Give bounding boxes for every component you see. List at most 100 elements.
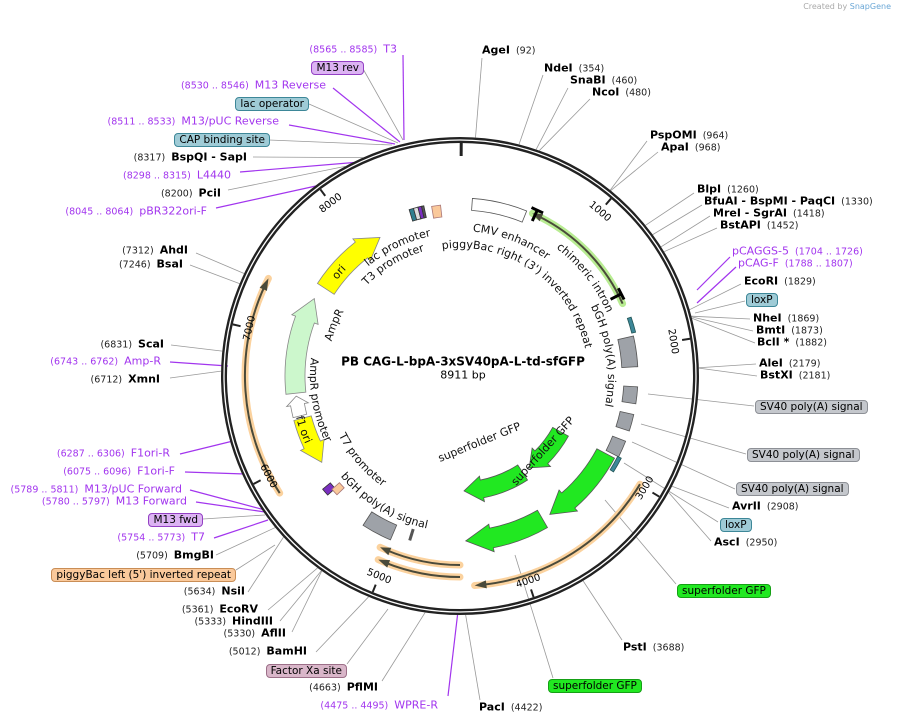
- feature-callout-cap-binding-site[interactable]: CAP binding site: [174, 133, 270, 147]
- site-hindiii[interactable]: (5333)HindIII: [188, 615, 273, 629]
- site-asci[interactable]: AscI(2950): [714, 536, 783, 550]
- primer-t3[interactable]: (8565 .. 8585)T3: [303, 43, 397, 57]
- site-nsii[interactable]: (5634)NsiI: [178, 585, 245, 599]
- site-ndei[interactable]: NdeI(354): [544, 62, 610, 76]
- ampr-promoter-feature[interactable]: [285, 395, 310, 419]
- site-leader: [652, 204, 703, 235]
- piggybac-arrow-bottom-2[interactable]: [374, 556, 464, 581]
- label-ampr[interactable]: AmpR: [322, 306, 347, 342]
- site-ncoi[interactable]: NcoI(480): [592, 86, 657, 100]
- bgh-polya-right-feature[interactable]: [617, 335, 639, 368]
- feature-callout-m13-fwd[interactable]: M13 fwd: [148, 513, 203, 527]
- site-pflmi[interactable]: (4663)PflMI: [303, 681, 378, 695]
- piggybac-arrow-left[interactable]: [241, 274, 284, 497]
- created-by-text: Created by: [803, 2, 848, 11]
- primer-f1ori-r[interactable]: (6287 .. 6306)F1ori-R: [51, 447, 170, 461]
- feature-callout-sv40-poly-a-signal[interactable]: SV40 poly(A) signal: [736, 482, 849, 496]
- site-blpi[interactable]: BlpI(1260): [697, 183, 765, 197]
- primer-t7[interactable]: (5754 .. 5773)T7: [111, 530, 205, 545]
- site-bmgbi[interactable]: (5709)BmgBI: [130, 549, 214, 563]
- site-ahdi[interactable]: (7312)AhdI: [116, 244, 188, 258]
- feature-callout-loxp[interactable]: loxP: [720, 518, 752, 532]
- site-bstxi[interactable]: BstXI(2181): [760, 369, 836, 383]
- callout-leader: [361, 66, 404, 141]
- primer-name: T7: [191, 530, 205, 544]
- primer-m13-puc-forward[interactable]: (5789 .. 5811)M13/pUC Forward: [4, 483, 182, 497]
- site-position: (5634): [183, 586, 216, 598]
- site-apai[interactable]: ApaI(968): [661, 141, 726, 155]
- feature-callout-sv40-poly-a-signal[interactable]: SV40 poly(A) signal: [747, 448, 860, 462]
- lac-region-feature-4[interactable]: [420, 205, 427, 219]
- primer-range: (1788 .. 1807): [784, 258, 853, 270]
- site-bstapi[interactable]: BstAPI(1452): [720, 219, 804, 233]
- sfgfp-outer-seg-2[interactable]: [464, 509, 549, 553]
- sv40-polya-feature-2[interactable]: [615, 411, 635, 432]
- piggybac-left-small-feature[interactable]: [331, 482, 345, 496]
- feature-callout-loxp[interactable]: loxP: [746, 293, 778, 307]
- primer-f1ori-f[interactable]: (6075 .. 6096)F1ori-F: [57, 465, 175, 479]
- feature-callout-superfolder-gfp[interactable]: superfolder GFP: [677, 584, 771, 598]
- primer-m13-forward[interactable]: (5780 .. 5797)M13 Forward: [36, 495, 187, 509]
- site-avrii[interactable]: AvrII(2908): [732, 500, 805, 514]
- primer-l4440[interactable]: (8298 .. 8315)L4440: [117, 169, 231, 183]
- feature-callout-lac-operator[interactable]: lac operator: [235, 97, 309, 111]
- feature-callout-factor-xa-site[interactable]: Factor Xa site: [265, 664, 347, 678]
- site-leader: [663, 227, 718, 253]
- ampr-feature[interactable]: [284, 297, 319, 395]
- site-scai[interactable]: (6831)ScaI: [94, 338, 164, 352]
- label-superfolder-gfp-inner[interactable]: superfolder GFP: [436, 420, 523, 465]
- piggybac-arrow-bottom-1[interactable]: [376, 543, 464, 569]
- f1-ori-feature[interactable]: [293, 415, 325, 464]
- sv40-polya-feature-3[interactable]: [605, 435, 627, 458]
- site-bfuai[interactable]: BfuAI - BspMI - PaqCI(1330): [704, 195, 879, 209]
- feature-callout-superfolder-gfp[interactable]: superfolder GFP: [548, 679, 642, 693]
- site-bmti[interactable]: BmtI(1873): [756, 324, 829, 338]
- primer-m13-reverse[interactable]: (8530 .. 8546)M13 Reverse: [175, 79, 326, 93]
- site-bspqi[interactable]: (8317)BspQI - SapI: [128, 151, 247, 165]
- site-mrei[interactable]: MreI - SgrAI(1418): [713, 207, 831, 221]
- site-snabi[interactable]: SnaBI(460): [570, 74, 643, 88]
- sfgfp-inner-seg-2[interactable]: [463, 464, 529, 503]
- sfgfp-inner-seg-1[interactable]: [528, 426, 569, 469]
- bgh-polya-bottom-feature[interactable]: [362, 511, 398, 541]
- site-ecori[interactable]: EcoRI(1829): [744, 275, 822, 289]
- site-leader: [698, 367, 758, 377]
- site-alei[interactable]: AleI(2179): [759, 357, 826, 371]
- piggybac-right-feature[interactable]: [431, 204, 443, 219]
- piggybac-arrow-right[interactable]: [471, 480, 644, 589]
- feature-callout-m13-rev[interactable]: M13 rev: [311, 61, 364, 75]
- site-bamhi[interactable]: (5012)BamHI: [223, 645, 307, 659]
- loxp-feature-1[interactable]: [626, 316, 637, 334]
- primer-amp-r[interactable]: (6743 .. 6762)Amp-R: [44, 355, 161, 369]
- site-aflii[interactable]: (5330)AflII: [218, 627, 286, 641]
- label-bgh-right[interactable]: bGH poly(A) signal: [588, 302, 618, 408]
- primer-pcaggs-5[interactable]: pCAGGS-5(1704 .. 1726): [732, 245, 869, 259]
- site-agei[interactable]: AgeI(92): [482, 44, 541, 58]
- tick-label: 6000: [257, 462, 279, 490]
- site-pspomi[interactable]: PspOMI(964): [650, 129, 734, 143]
- primer-m13-puc-reverse[interactable]: (8511 .. 8533)M13/pUC Reverse: [102, 115, 279, 129]
- site-paci[interactable]: PacI(4422): [479, 701, 548, 715]
- primer-range: (8530 .. 8546): [180, 80, 249, 92]
- site-bsai[interactable]: (7246)BsaI: [113, 258, 183, 272]
- primer-range: (5780 .. 5797): [41, 496, 110, 508]
- ori-feature[interactable]: [316, 237, 381, 295]
- loxp-feature-2[interactable]: [609, 455, 622, 473]
- site-bcli[interactable]: BclI *(1882): [757, 336, 833, 350]
- chimeric-intron-feature[interactable]: [528, 209, 627, 308]
- cmv-enhancer-feature[interactable]: [471, 198, 528, 223]
- primer-leader: [288, 124, 396, 145]
- feature-callout-sv40-poly-a-signal[interactable]: SV40 poly(A) signal: [755, 400, 868, 414]
- site-ecorv[interactable]: (5361)EcoRV: [176, 603, 258, 617]
- primer-wpre-r[interactable]: (4475 .. 4495)WPRE-R: [314, 699, 438, 713]
- sfgfp-outer-seg-1[interactable]: [549, 448, 616, 515]
- site-nhei[interactable]: NheI(1869): [753, 312, 825, 326]
- sv40-polya-feature-1[interactable]: [621, 385, 639, 405]
- site-pcii[interactable]: (8200)PciI: [155, 187, 221, 201]
- primer-pbr322ori-f[interactable]: (8045 .. 8064)pBR322ori-F: [59, 205, 207, 219]
- site-xmni[interactable]: (6712)XmnI: [85, 373, 160, 387]
- feature-callout-piggybac-left-5-inverted-repeat[interactable]: piggyBac left (5') inverted repeat: [51, 568, 236, 582]
- primer-pcag-f[interactable]: pCAG-F(1788 .. 1807): [738, 257, 859, 271]
- site-psti[interactable]: PstI(3688): [623, 641, 690, 655]
- tick-mark: [651, 491, 660, 498]
